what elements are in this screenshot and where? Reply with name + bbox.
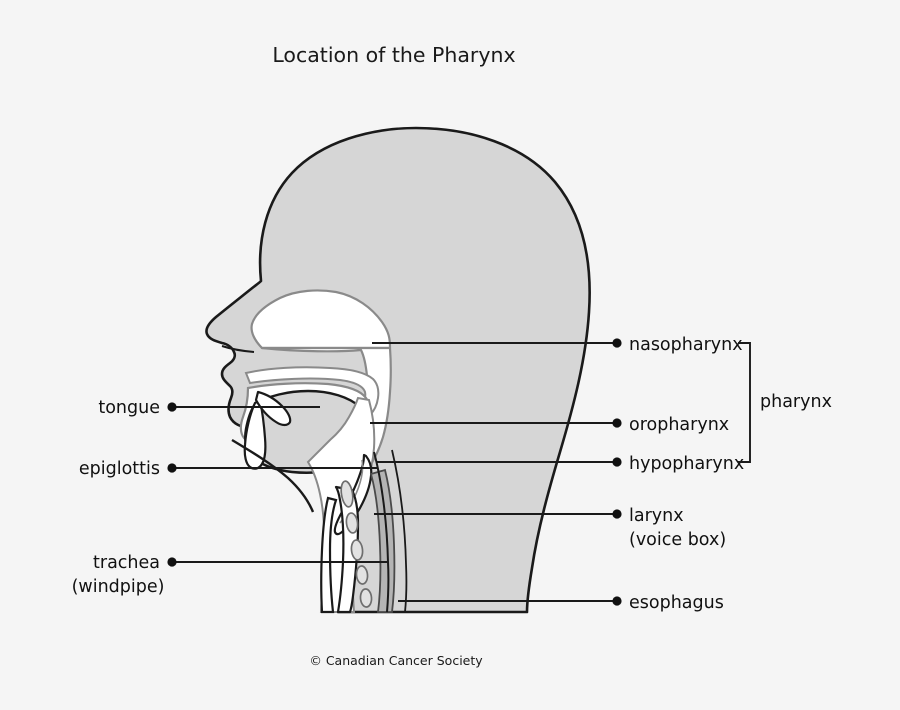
trachea-leader-dot xyxy=(167,557,177,567)
cartilage-ring xyxy=(345,512,359,534)
tracheal-cartilage-rings xyxy=(340,480,373,608)
larynx-leader-dot xyxy=(612,509,622,519)
cartilage-ring xyxy=(350,539,364,561)
callout-esophagus: esophagus xyxy=(398,593,724,613)
nasal-cavity-shape xyxy=(250,289,392,350)
nasopharynx-label: nasopharynx xyxy=(629,335,743,355)
hypopharynx-leader-dot xyxy=(612,457,622,467)
nostril-detail-line xyxy=(221,345,255,353)
tongue-leader-dot xyxy=(167,402,177,412)
epiglottis-leader-dot xyxy=(167,463,177,473)
trachea-label: trachea xyxy=(93,553,160,573)
pharynx-group-bracket: pharynx xyxy=(738,342,832,463)
callout-nasopharynx: nasopharynx xyxy=(372,335,743,355)
callout-tongue: tongue xyxy=(98,398,320,418)
copyright-credit: © Canadian Cancer Society xyxy=(309,653,483,668)
trachea-shape xyxy=(320,496,338,614)
callout-oropharynx: oropharynx xyxy=(370,415,729,435)
tonsil-fold-shape xyxy=(254,390,292,427)
esophagus-leader-dot xyxy=(612,596,622,606)
larynx-sublabel: (voice box) xyxy=(629,530,726,550)
larynx-label: larynx xyxy=(629,506,684,526)
posterior-wall-line-2 xyxy=(391,449,408,613)
posterior-wall-line xyxy=(373,451,390,613)
soft-palate-shape xyxy=(244,366,380,417)
jaw-contour-line xyxy=(231,438,315,513)
callout-trachea: trachea (windpipe) xyxy=(72,553,388,597)
trachea-sublabel: (windpipe) xyxy=(72,577,165,597)
oropharynx-leader-dot xyxy=(612,418,622,428)
figure-title: Location of the Pharynx xyxy=(272,43,515,67)
callout-larynx: larynx (voice box) xyxy=(374,506,726,550)
cartilage-ring xyxy=(359,588,373,608)
cartilage-ring xyxy=(355,565,369,585)
nasopharynx-leader-dot xyxy=(612,338,622,348)
oropharynx-label: oropharynx xyxy=(629,415,729,435)
tongue-label: tongue xyxy=(98,398,160,418)
esophagus-label: esophagus xyxy=(629,593,724,613)
callout-epiglottis: epiglottis xyxy=(79,459,378,479)
epiglottis-label: epiglottis xyxy=(79,459,160,479)
callout-hypopharynx: hypopharynx xyxy=(377,454,744,474)
pharynx-group-label: pharynx xyxy=(760,392,832,412)
cartilage-ring xyxy=(340,480,354,508)
hypopharynx-label: hypopharynx xyxy=(629,454,744,474)
head-and-neck-illustration xyxy=(205,126,591,614)
bracket-shape xyxy=(738,342,751,463)
